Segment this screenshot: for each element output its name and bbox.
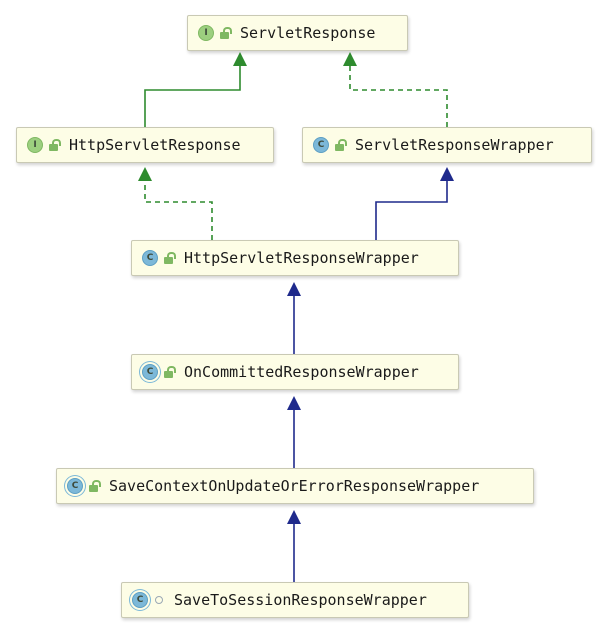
node-save-to-session-response-wrapper[interactable]: C SaveToSessionResponseWrapper: [121, 582, 469, 618]
node-http-servlet-response[interactable]: I HttpServletResponse: [16, 127, 274, 163]
arrowhead-servletresponse-right: [343, 52, 357, 66]
abstract-class-icon: C: [67, 478, 83, 494]
inner-class-icon: C: [132, 592, 148, 608]
arrowhead-servletresponse-left: [233, 52, 247, 66]
edge-httpservletresponsewrapper-to-httpservletresponse: [144, 181, 213, 240]
node-http-servlet-response-wrapper[interactable]: C HttpServletResponseWrapper: [131, 240, 459, 276]
private-access-icon: [153, 593, 165, 607]
node-label: HttpServletResponseWrapper: [184, 249, 419, 267]
node-label: OnCommittedResponseWrapper: [184, 363, 419, 381]
node-servlet-response-wrapper[interactable]: C ServletResponseWrapper: [302, 127, 592, 163]
edge-httpservletresponsewrapper-to-servletresponsewrapper: [375, 181, 448, 240]
arrowhead-httpservletresponsewrapper: [287, 282, 301, 296]
public-access-icon: [48, 138, 61, 152]
arrowhead-httpservletresponse: [138, 167, 152, 181]
abstract-class-icon: C: [142, 364, 158, 380]
node-label: SaveToSessionResponseWrapper: [174, 591, 427, 609]
arrowhead-oncommitted: [287, 396, 301, 410]
public-access-icon: [163, 251, 176, 265]
node-label: ServletResponseWrapper: [355, 136, 554, 154]
arrowhead-servletresponsewrapper: [440, 167, 454, 181]
node-on-committed-response-wrapper[interactable]: C OnCommittedResponseWrapper: [131, 354, 459, 390]
node-label: HttpServletResponse: [69, 136, 241, 154]
node-save-context-response-wrapper[interactable]: C SaveContextOnUpdateOrErrorResponseWrap…: [56, 468, 534, 504]
arrowhead-savecontext: [287, 510, 301, 524]
public-access-icon: [163, 365, 176, 379]
edge-servletresponsewrapper-to-servletresponse: [349, 66, 448, 127]
class-icon: C: [313, 137, 329, 153]
public-access-icon: [88, 479, 101, 493]
interface-icon: I: [27, 137, 43, 153]
edge-httpservletresponse-to-servletresponse: [144, 66, 241, 127]
node-label: ServletResponse: [240, 24, 376, 42]
node-servlet-response[interactable]: I ServletResponse: [187, 15, 408, 51]
class-icon: C: [142, 250, 158, 266]
public-access-icon: [334, 138, 347, 152]
interface-icon: I: [198, 25, 214, 41]
node-label: SaveContextOnUpdateOrErrorResponseWrappe…: [109, 477, 480, 495]
public-access-icon: [219, 26, 232, 40]
